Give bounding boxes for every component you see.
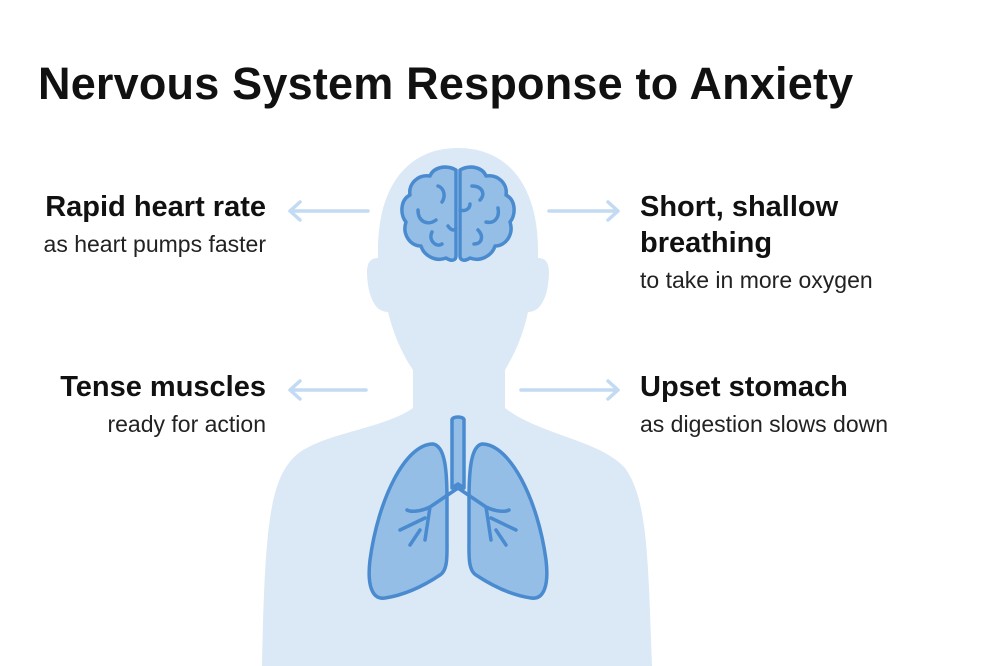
- response-shallow-breathing: Short, shallow breathing to take in more…: [640, 189, 873, 295]
- response-detail: to take in more oxygen: [640, 267, 873, 293]
- response-upset-stomach: Upset stomach as digestion slows down: [640, 369, 888, 439]
- response-heading-line1: Short, shallow: [640, 191, 839, 223]
- response-heading: Upset stomach: [640, 371, 848, 403]
- lungs-icon: [367, 415, 549, 600]
- response-heading-line2: breathing: [640, 227, 773, 259]
- arrow-right-icon: [519, 379, 620, 401]
- response-tense-muscles: Tense muscles ready for action: [60, 369, 266, 439]
- arrow-left-icon: [288, 200, 370, 222]
- response-heading: Rapid heart rate: [45, 191, 266, 223]
- brain-icon: [400, 165, 516, 262]
- human-silhouette: [262, 148, 652, 666]
- response-detail: ready for action: [107, 411, 266, 437]
- page-title: Nervous System Response to Anxiety: [38, 58, 854, 109]
- response-detail: as digestion slows down: [640, 411, 889, 437]
- arrow-right-icon: [547, 200, 620, 222]
- arrow-left-icon: [288, 379, 368, 401]
- response-heading: Tense muscles: [60, 371, 266, 403]
- response-detail: as heart pumps faster: [43, 231, 266, 257]
- response-rapid-heart-rate: Rapid heart rate as heart pumps faster: [44, 189, 266, 259]
